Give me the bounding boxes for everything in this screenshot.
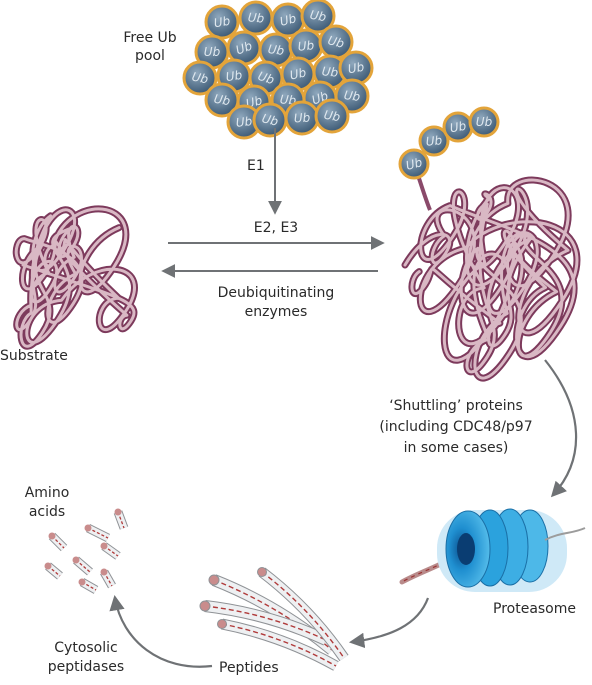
proteasome-pore (457, 533, 475, 565)
amino-label-line2: acids (29, 504, 65, 520)
ubiquitin-ball: Ub (182, 60, 218, 96)
protein-chain-core (403, 178, 579, 380)
e2-e3-label: E2, E3 (254, 220, 298, 236)
ubiquitin-ball: Ub (314, 98, 350, 134)
ub-ball-label: Ub (404, 155, 424, 173)
ub-ball-label: Ub (260, 111, 280, 129)
ub-ball-label: Ub (293, 110, 311, 125)
ub-pool-label-line1: Free Ub (123, 30, 176, 46)
proteasome-entry-tail (544, 527, 586, 541)
amino-acid (72, 556, 93, 576)
proteasome-to-peptides-arrow (348, 597, 430, 649)
peptide (199, 600, 329, 646)
ubiquitin-ball: Ub (270, 2, 306, 38)
proteasome-label: Proteasome (493, 601, 576, 617)
amino-acid (84, 523, 111, 543)
ubiquitin-ball: Ub (418, 125, 450, 157)
deub-label-line1: Deubiquitinating (218, 285, 335, 301)
proteasome-complex (399, 508, 586, 592)
peptide (257, 567, 349, 662)
ub-ball-label: Ub (347, 60, 366, 77)
amino-acid (48, 532, 68, 552)
ubiquitin-ball: Ub (288, 28, 324, 64)
e1-label: E1 (247, 158, 265, 174)
deub-label-line2: enzymes (245, 304, 308, 320)
ubiquitin-ball: Ub (280, 56, 316, 92)
protein-chain-core (14, 207, 136, 348)
amino-acid (78, 578, 99, 594)
cytosolic-label-line1: Cytosolic (54, 640, 117, 656)
peptides-group (199, 567, 349, 671)
amino-acid (44, 562, 63, 580)
shuttle-label-line1: ‘Shuttling’ proteins (389, 398, 523, 414)
ubiquitinated-substrate-protein (401, 176, 581, 382)
ub-ball-label: Ub (213, 14, 232, 31)
cytosolic-label-line2: peptidases (48, 659, 124, 675)
shuttle-label-line3: in some cases) (404, 440, 509, 456)
peptides-to-amino-acids-arrow (109, 594, 213, 668)
ub-ball-label: Ub (326, 33, 346, 51)
ub-ball-label: Ub (213, 92, 232, 109)
proteasome-exit-tail-stripe (401, 554, 459, 583)
ub-ball-label: Ub (247, 10, 265, 25)
ubiquitin-ball: Ub (238, 0, 274, 36)
ub-ball-label: Ub (234, 38, 255, 57)
amino-acid (113, 508, 129, 530)
ub-ball-label: Ub (204, 45, 221, 59)
amino-acid (100, 568, 116, 589)
shuttling-arrow (544, 359, 578, 498)
substrate-label: Substrate (0, 348, 68, 364)
ubiquitin-ball: Ub (300, 0, 336, 34)
ub-ball-label: Ub (225, 68, 244, 84)
ub-pool-label-line2: pool (135, 48, 165, 64)
ubiquitin-ball: Ub (468, 106, 500, 138)
ub-ball-label: Ub (256, 69, 276, 88)
ub-ball-label: Ub (267, 42, 286, 58)
ub-ball-label: Ub (297, 38, 315, 53)
ub-ball-label: Ub (425, 133, 443, 148)
ub-ball-label: Ub (191, 69, 210, 86)
ub-ball-label: Ub (449, 119, 468, 136)
ub-ball-label: Ub (309, 8, 328, 25)
ub-ball-label: Ub (289, 65, 308, 82)
ubiquitin-ball: Ub (252, 102, 288, 138)
ubiquitin-ball: Ub (204, 82, 240, 118)
amino-acid-fragments (44, 508, 129, 594)
peptides-label: Peptides (219, 660, 279, 676)
peptide (217, 618, 339, 671)
ubiquitin-ball: Ub (398, 148, 430, 180)
amino-acid (100, 542, 121, 560)
ub-ball-label: Ub (323, 108, 342, 125)
ub-ball-label: Ub (278, 11, 298, 29)
ub-ball-label: Ub (321, 64, 339, 80)
ub-ball-label: Ub (235, 114, 253, 130)
amino-label-line1: Amino (25, 485, 70, 501)
ubiquitin-ball: Ub (204, 4, 240, 40)
ub-ball-label: Ub (476, 115, 493, 129)
substrate-protein (12, 205, 138, 350)
ub-ball-label: Ub (343, 88, 362, 104)
ubiquitin-ball: Ub (338, 50, 374, 86)
ubiquitin-ball: Ub (284, 100, 320, 136)
ubiquitin-ball: Ub (194, 34, 230, 70)
ubiquitin-ball: Ub (442, 111, 474, 143)
shuttle-label-line2: (including CDC48/p97 (379, 419, 532, 435)
